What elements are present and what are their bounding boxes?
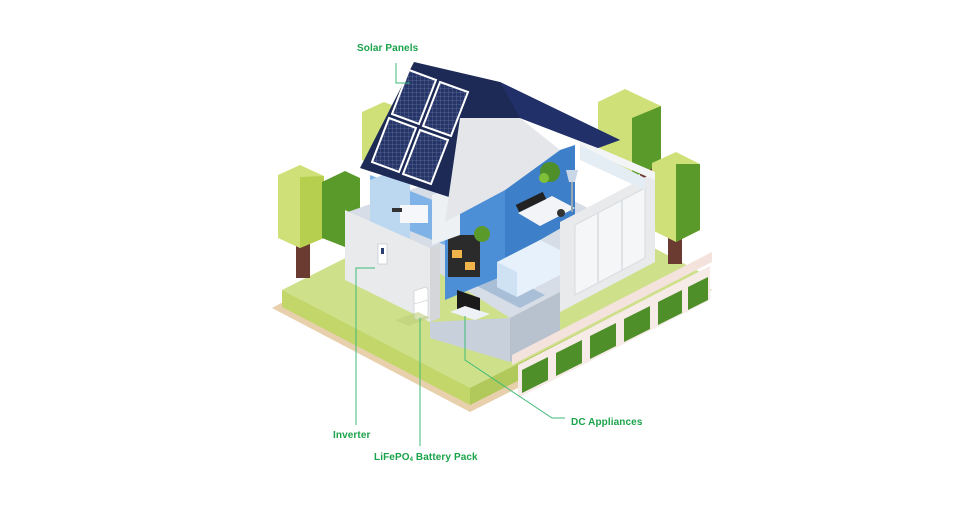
callout-dc-appliances: DC Appliances xyxy=(571,417,643,428)
callout-battery-pack: LiFePO4 Battery Pack xyxy=(374,452,478,463)
bookshelf xyxy=(448,226,490,277)
callout-inverter: Inverter xyxy=(333,430,371,441)
tree-left-back xyxy=(278,165,324,278)
left-exterior-wall xyxy=(345,210,440,322)
sofa xyxy=(497,240,560,297)
callout-leader-lines xyxy=(355,63,565,446)
callout-solar-panels: Solar Panels xyxy=(357,43,419,54)
hanging-plant xyxy=(539,162,560,183)
solar-leader-line xyxy=(395,63,410,84)
battery-pack-device xyxy=(395,286,430,326)
floor-lamp xyxy=(566,170,578,212)
right-exterior-wall xyxy=(560,140,655,312)
battery-label-suffix: Battery Pack xyxy=(413,452,478,463)
bed xyxy=(515,191,575,226)
tree-right-front xyxy=(652,152,700,264)
solar-panels xyxy=(370,68,470,186)
dc-leader-line xyxy=(464,316,565,419)
tv-dc-appliance xyxy=(450,290,490,320)
battery-label-subscript: 4 xyxy=(409,457,414,463)
battery-label-prefix: LiFePO xyxy=(374,452,410,463)
front-fence xyxy=(512,252,712,398)
inverter-device xyxy=(377,243,388,265)
inverter-leader-line xyxy=(355,267,375,425)
